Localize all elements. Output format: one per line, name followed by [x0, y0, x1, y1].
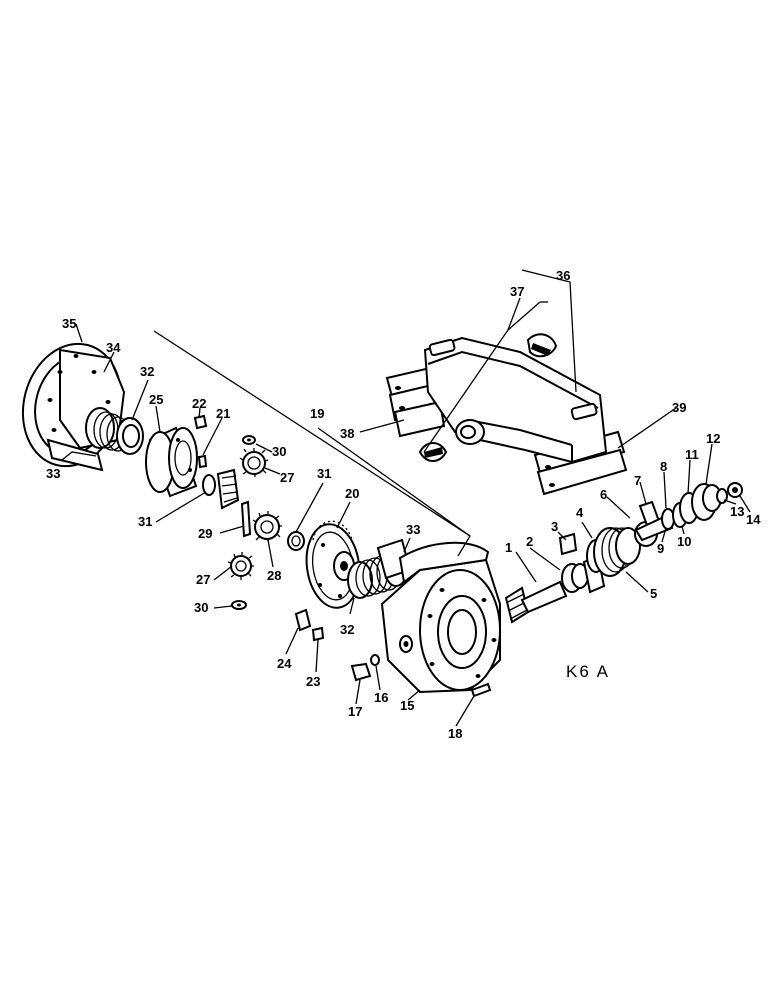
callout-4: 4: [576, 505, 584, 520]
callout-11: 11: [685, 447, 699, 462]
callout-10: 10: [677, 534, 691, 549]
callout-9: 9: [657, 541, 664, 556]
callout-21: 21: [216, 406, 230, 421]
callout-31-left: 31: [138, 514, 152, 529]
callout-27-lower: 27: [196, 572, 210, 587]
callout-1: 1: [505, 540, 512, 555]
callout-35: 35: [62, 316, 76, 331]
differential-case: [145, 426, 198, 498]
callout-27-upper: 27: [280, 470, 294, 485]
pinion-shaft-assembly: [504, 482, 743, 624]
callout-13: 13: [730, 504, 744, 519]
callout-30-lower: 30: [194, 600, 208, 615]
callout-39: 39: [672, 400, 686, 415]
callout-25: 25: [149, 392, 163, 407]
callout-33-left: 33: [46, 466, 60, 481]
callout-33-right: 33: [406, 522, 420, 537]
callout-3: 3: [551, 519, 558, 534]
callout-23: 23: [306, 674, 320, 689]
callout-37: 37: [510, 284, 524, 299]
drawing-code: K6 A: [566, 662, 610, 681]
final-drive-cover: [21, 342, 144, 472]
callout-15: 15: [400, 698, 414, 713]
callout-12: 12: [706, 431, 720, 446]
callout-34: 34: [106, 340, 121, 355]
callout-31-right: 31: [317, 466, 331, 481]
callout-28: 28: [267, 568, 281, 583]
gear-housing: [294, 541, 501, 698]
callout-30-upper: 30: [272, 444, 286, 459]
callout-29: 29: [198, 526, 212, 541]
callout-18: 18: [448, 726, 462, 741]
ring-gear: [305, 520, 361, 609]
leader-lines: [61, 269, 751, 727]
callout-32-upper: 32: [140, 364, 154, 379]
callout-labels: 1 2 3 4 5 6 7 8 9 10 11 12 13 14 15 16 1…: [46, 268, 761, 741]
callout-32-lower: 32: [340, 622, 354, 637]
callout-5: 5: [650, 586, 657, 601]
callout-6: 6: [600, 487, 607, 502]
callout-17: 17: [348, 704, 362, 719]
spider-gears-and-pins: [193, 414, 305, 610]
callout-7: 7: [634, 473, 641, 488]
callout-38: 38: [340, 426, 354, 441]
callout-2: 2: [526, 534, 533, 549]
axle-support-housing: [385, 333, 628, 496]
callout-24: 24: [277, 656, 292, 671]
callout-8: 8: [660, 459, 667, 474]
callout-19: 19: [310, 406, 324, 421]
callout-36: 36: [556, 268, 570, 283]
callout-14: 14: [746, 512, 761, 527]
callout-16: 16: [374, 690, 388, 705]
callout-22: 22: [192, 396, 206, 411]
callout-20: 20: [345, 486, 359, 501]
